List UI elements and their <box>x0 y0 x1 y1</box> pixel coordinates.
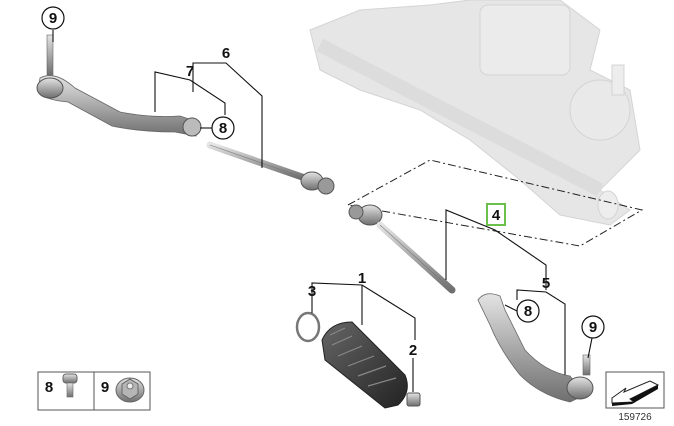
callout-3[interactable]: 3 <box>308 283 316 300</box>
tie-rod-end-left[interactable] <box>36 34 202 137</box>
nut-icon[interactable] <box>115 377 145 403</box>
clamp[interactable] <box>406 392 421 407</box>
legend-number-8: 8 <box>45 379 53 396</box>
bolt-icon[interactable] <box>62 373 78 398</box>
tie-rod-end-right[interactable] <box>477 293 594 403</box>
callout-8-right[interactable]: 8 <box>516 299 540 323</box>
callout-7[interactable]: 7 <box>186 63 194 80</box>
svg-text:9: 9 <box>589 319 597 336</box>
boot[interactable] <box>321 321 408 409</box>
leader-lines <box>52 30 593 392</box>
callout-4-highlighted[interactable]: 4 <box>486 203 506 226</box>
callout-9-right[interactable]: 9 <box>581 315 605 339</box>
inner-tie-rod-right[interactable] <box>348 204 456 294</box>
inner-tie-rod-left[interactable] <box>206 141 335 195</box>
svg-text:4: 4 <box>492 207 501 224</box>
svg-text:8: 8 <box>219 120 227 137</box>
callout-1[interactable]: 1 <box>358 270 366 287</box>
assembly-outline <box>346 159 644 247</box>
callout-5[interactable]: 5 <box>542 275 550 292</box>
svg-text:8: 8 <box>524 303 532 320</box>
hardware-legend: 8 9 <box>37 371 151 411</box>
callout-6[interactable]: 6 <box>222 45 230 62</box>
ring[interactable] <box>295 311 321 343</box>
diagram-id: 159726 <box>618 412 652 423</box>
callout-9-top-left[interactable]: 9 <box>41 6 65 30</box>
callout-8-left[interactable]: 8 <box>211 116 235 140</box>
callout-2[interactable]: 2 <box>409 342 417 359</box>
legend-number-9: 9 <box>101 379 109 396</box>
direction-arrow-box <box>605 371 665 409</box>
svg-text:9: 9 <box>49 10 57 27</box>
steering-rack[interactable] <box>309 0 641 226</box>
